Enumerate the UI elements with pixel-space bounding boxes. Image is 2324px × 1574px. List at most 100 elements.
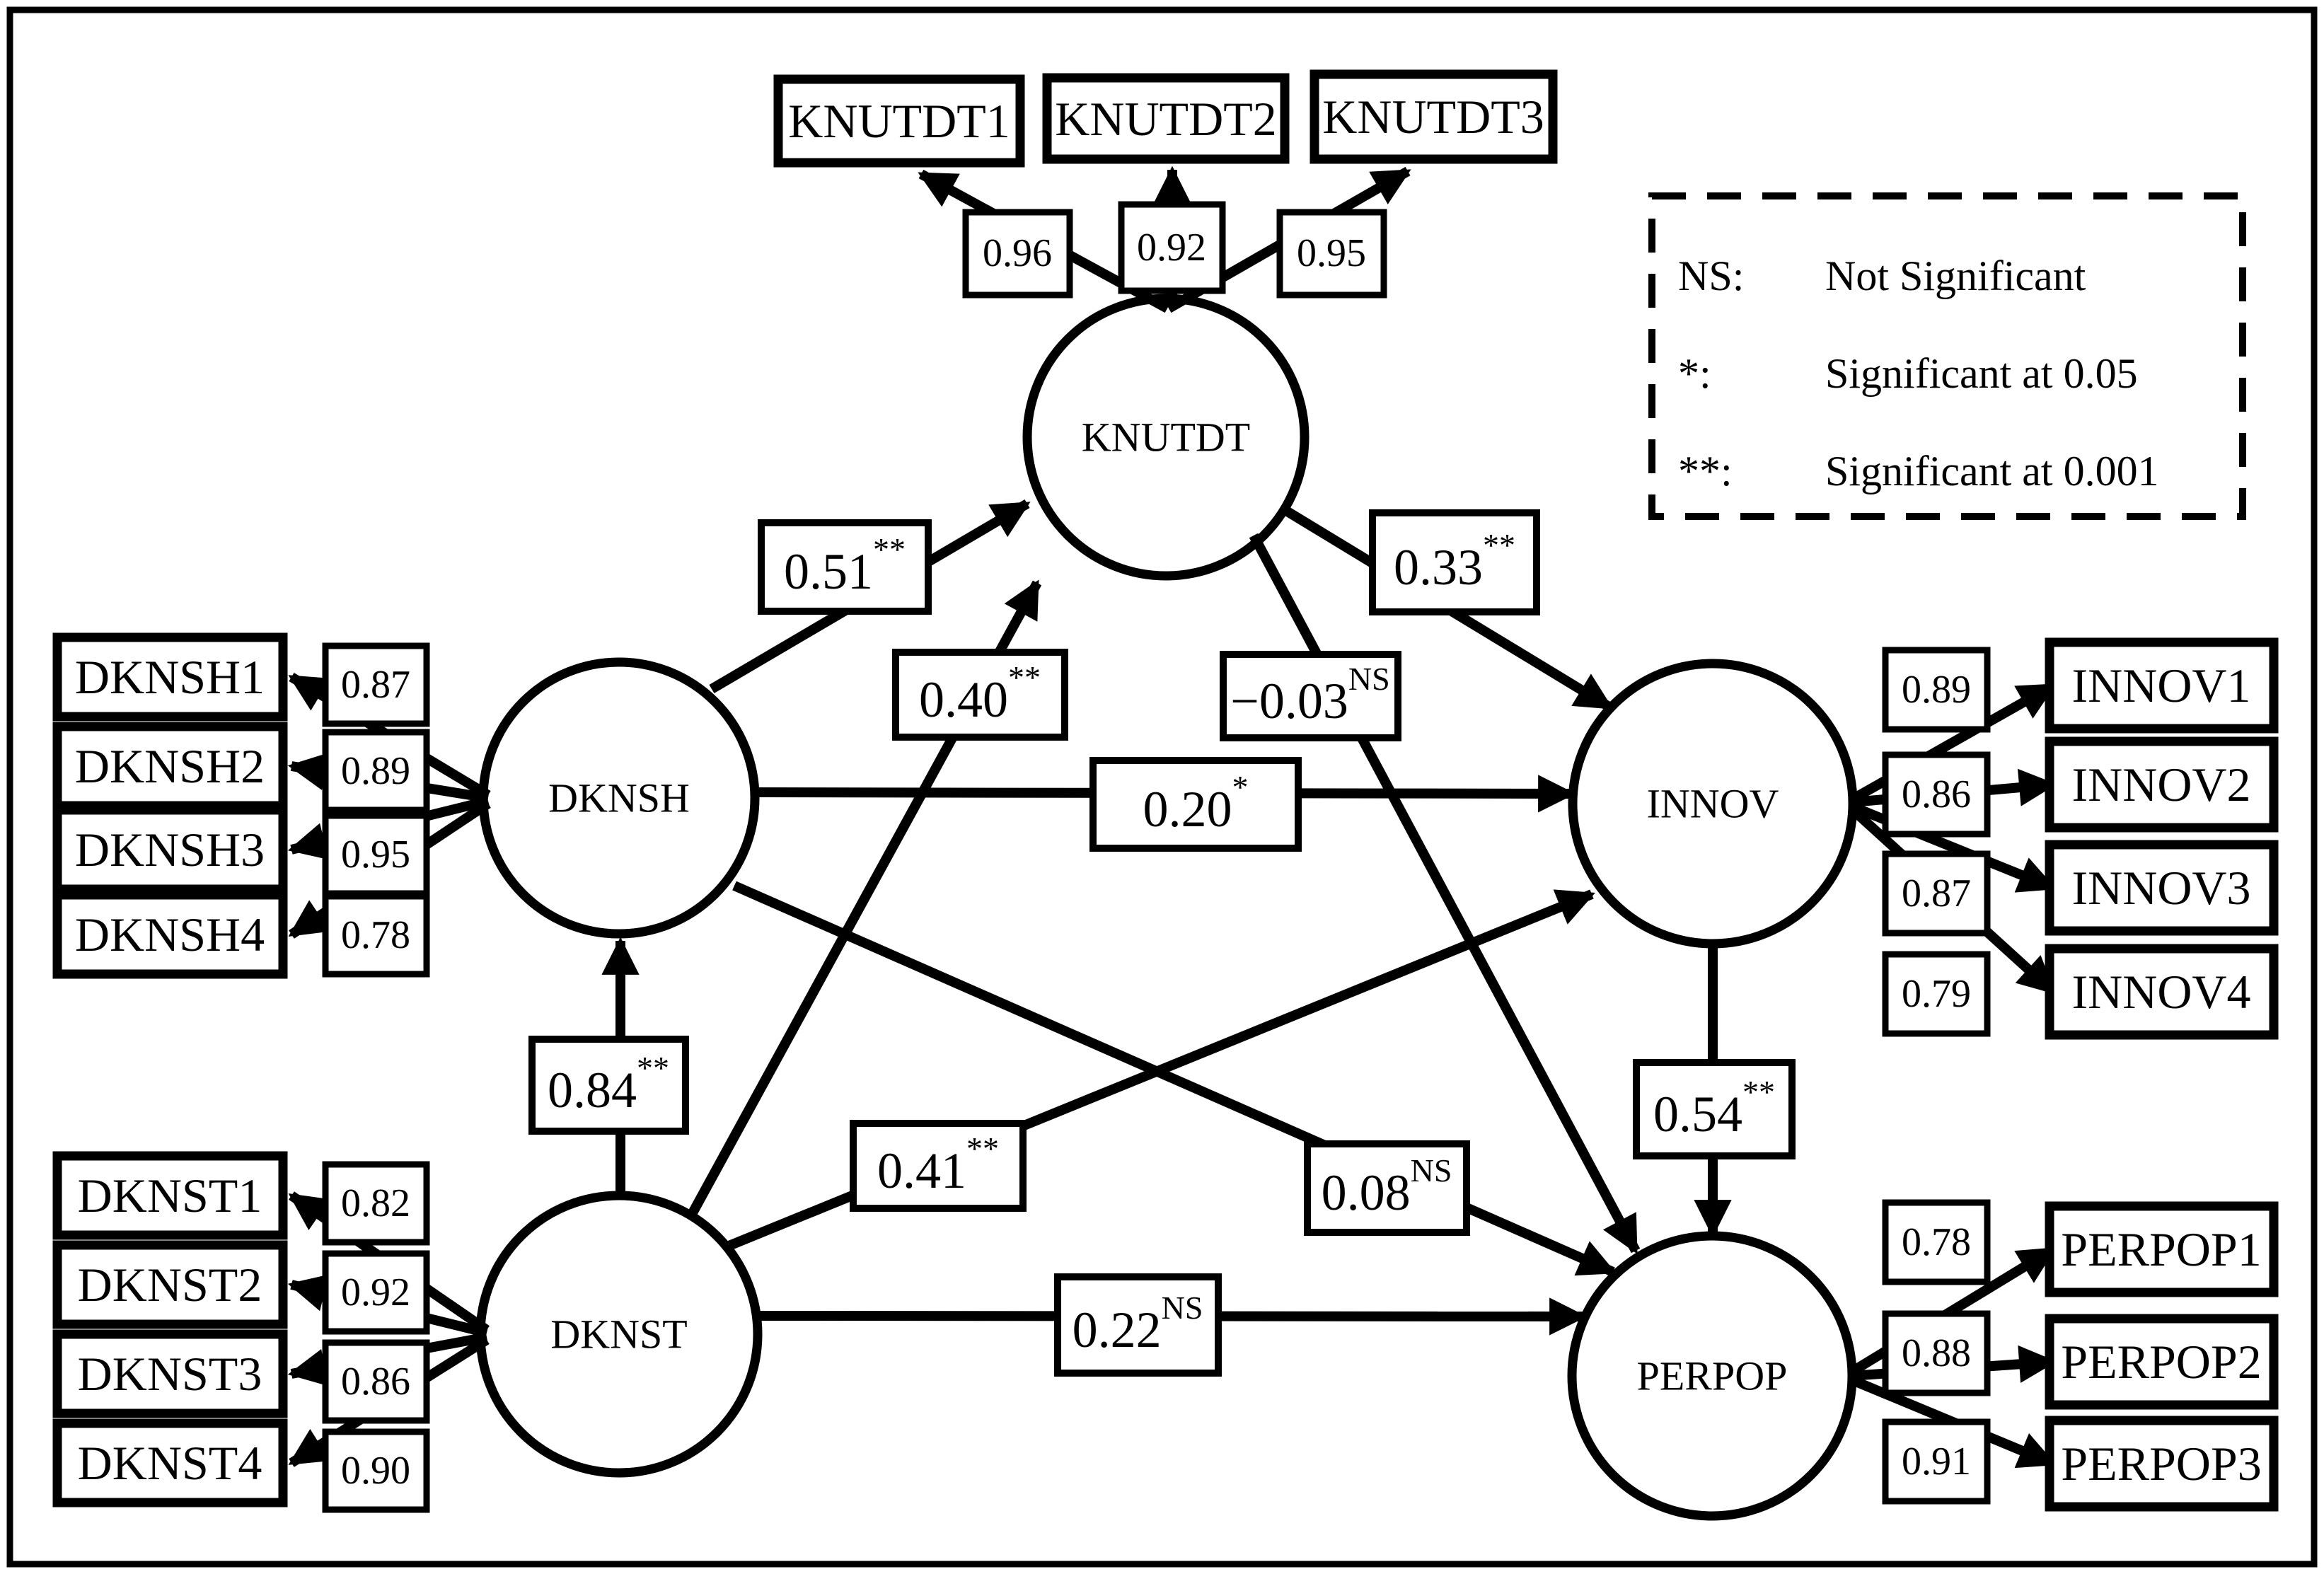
loading-knutdt1: 0.96 (962, 209, 1073, 299)
indicator-innov3: INNOV3 (2045, 840, 2279, 936)
loading-value: 0.86 (1902, 772, 1971, 816)
indicator-dknsh1: DKNSH1 (52, 632, 288, 722)
loading-value: 0.95 (341, 833, 410, 876)
indicator-box (52, 890, 288, 979)
indicator-knutdt3: KNUTDT3 (1310, 69, 1558, 164)
indicator-label: KNUTDT1 (788, 94, 1010, 148)
loading-box (1882, 751, 1991, 838)
loading-value: 0.89 (341, 749, 410, 793)
indicator-label: INNOV2 (2071, 758, 2250, 811)
indicator-box (2045, 840, 2279, 936)
indicator-knutdt2: KNUTDT2 (1042, 73, 1290, 164)
coef-value: 0.41** (877, 1130, 999, 1200)
indicator-box (52, 805, 288, 894)
coef-box (1220, 651, 1401, 741)
latent-dknsh-label: DKNSH (548, 775, 690, 821)
indicator-dknst1: DKNST1 (52, 1151, 288, 1240)
loading-innov1: 0.89 (1882, 647, 1991, 733)
loading-dknst3: 0.86 (322, 1339, 430, 1424)
legend: NS: Not Significant *: Significant at 0.… (1648, 192, 2246, 520)
coef-box (528, 1036, 689, 1135)
indicator-dknsh3: DKNSH3 (52, 805, 288, 894)
loading-dknsh4: 0.78 (322, 893, 430, 978)
loading-perpop3: 0.91 (1882, 1418, 1991, 1505)
indicator-dknsh2: DKNSH2 (52, 722, 288, 811)
loading-knutdt3: 0.95 (1276, 209, 1387, 299)
loading-box (322, 893, 430, 978)
legend-symbol-ns: NS: (1678, 253, 1744, 299)
indicator-box (52, 1240, 288, 1329)
legend-label-star: Significant at 0.05 (1825, 350, 2138, 397)
loading-value: 0.87 (341, 663, 410, 707)
indicator-box (52, 722, 288, 811)
indicator-box (2045, 637, 2279, 734)
indicator-label: INNOV1 (2071, 659, 2250, 712)
indicator-label: DKNST2 (78, 1258, 262, 1312)
loading-box (1276, 209, 1387, 299)
indicator-perpop3: PERPOP3 (2045, 1416, 2279, 1512)
indicator-label: PERPOP1 (2061, 1222, 2261, 1276)
coef-value: 0.40** (919, 659, 1041, 729)
legend-label-dblstar: Significant at 0.001 (1825, 448, 2159, 494)
coef-dknsh-knutdt: 0.51** (758, 519, 932, 615)
indicator-label: DKNST4 (78, 1436, 262, 1490)
coef-value: 0.51** (784, 531, 906, 601)
indicator-innov1: INNOV1 (2045, 637, 2279, 734)
coef-value: 0.22NS (1073, 1290, 1203, 1359)
indicator-label: PERPOP2 (2061, 1335, 2261, 1389)
coef-value: 0.54** (1653, 1074, 1775, 1143)
indicator-label: DKNST1 (78, 1169, 262, 1222)
indicator-perpop2: PERPOP2 (2045, 1314, 2279, 1410)
indicator-label: INNOV3 (2071, 861, 2250, 915)
loading-value: 0.82 (341, 1181, 410, 1225)
coef-box (892, 649, 1068, 741)
loading-box (322, 1339, 430, 1424)
loading-knutdt2: 0.92 (1118, 201, 1226, 294)
loading-box (1882, 850, 1991, 937)
indicator-box (2045, 944, 2279, 1040)
coef-box (1054, 1273, 1222, 1377)
coef-dknst-innov: 0.41** (850, 1120, 1027, 1212)
loading-dknsh1: 0.87 (322, 642, 430, 727)
latent-perpop-label: PERPOP (1637, 1353, 1788, 1399)
coef-value: 0.08NS (1322, 1152, 1452, 1222)
loading-value: 0.91 (1902, 1440, 1971, 1483)
legend-symbol-dblstar: **: (1678, 448, 1733, 494)
loading-dknst2: 0.92 (322, 1250, 430, 1335)
indicator-box (52, 1418, 288, 1508)
loading-box (1882, 951, 1991, 1037)
indicator-label: DKNST3 (78, 1347, 262, 1401)
indicator-dknsh4: DKNSH4 (52, 890, 288, 979)
legend-label-ns: Not Significant (1825, 253, 2086, 299)
indicator-box (2045, 1201, 2279, 1297)
loading-innov3: 0.87 (1882, 850, 1991, 937)
loading-box (1882, 1310, 1991, 1396)
coef-knutdt-perpop: −0.03NS (1220, 651, 1401, 741)
loading-value: 0.92 (1137, 226, 1206, 270)
indicator-knutdt1: KNUTDT1 (773, 74, 1025, 168)
indicator-box (1042, 73, 1290, 164)
indicator-box (52, 632, 288, 722)
coef-value: 0.84** (548, 1050, 669, 1119)
coef-dknst-dknsh: 0.84** (528, 1036, 689, 1135)
loading-value: 0.87 (1902, 872, 1971, 915)
indicator-box (2045, 1416, 2279, 1512)
coef-value: 0.20* (1143, 769, 1249, 838)
latent-innov-label: INNOV (1647, 781, 1779, 827)
loading-box (322, 642, 430, 727)
coef-box (850, 1120, 1027, 1212)
coef-value: 0.33** (1394, 527, 1515, 596)
loading-box (1882, 1199, 1991, 1285)
latent-knutdt-label: KNUTDT (1082, 415, 1250, 461)
coef-knutdt-innov: 0.33** (1369, 509, 1540, 615)
indicator-innov4: INNOV4 (2045, 944, 2279, 1040)
loading-value: 0.78 (1902, 1220, 1971, 1264)
coef-innov-perpop: 0.54** (1633, 1059, 1796, 1159)
coef-box (1304, 1140, 1470, 1236)
indicator-perpop1: PERPOP1 (2045, 1201, 2279, 1297)
legend-symbol-star: *: (1678, 350, 1711, 397)
indicator-box (1310, 69, 1558, 164)
loading-perpop1: 0.78 (1882, 1199, 1991, 1285)
loading-dknst1: 0.82 (322, 1161, 430, 1246)
